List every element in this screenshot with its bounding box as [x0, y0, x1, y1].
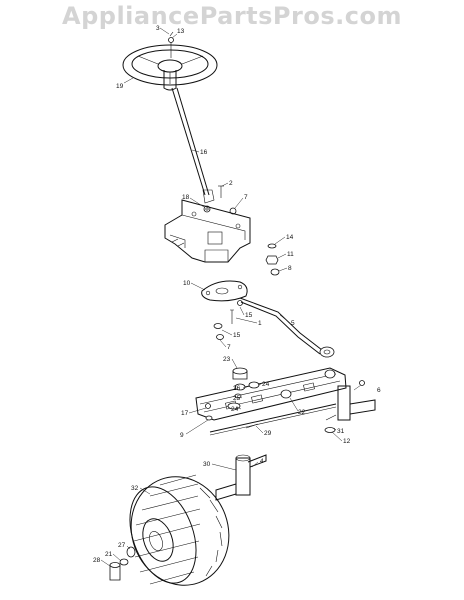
callout-17: 17	[181, 410, 189, 417]
callout-29: 29	[264, 430, 272, 437]
axle-pivot-stack	[227, 367, 260, 410]
leader-lines	[100, 27, 362, 567]
callout-14: 14	[286, 234, 294, 241]
callout-6: 6	[377, 387, 381, 394]
callout-24a: 24	[262, 381, 270, 388]
callout-7a: 7	[244, 194, 248, 201]
callout-23: 23	[223, 356, 231, 363]
pivot-hardware	[265, 243, 280, 276]
callout-26: 26	[233, 385, 241, 392]
callout-30: 30	[203, 461, 211, 468]
callout-22: 22	[298, 409, 306, 416]
callout-25: 25	[233, 395, 241, 402]
callout-28: 28	[93, 557, 101, 564]
callout-16: 16	[200, 149, 208, 156]
callout-15a: 15	[245, 312, 253, 319]
right-spindle	[324, 385, 376, 433]
callout-2: 2	[229, 180, 233, 187]
callout-5: 5	[291, 320, 295, 327]
callout-18: 18	[182, 194, 190, 201]
steering-wheel	[122, 31, 218, 91]
left-spindle	[215, 454, 267, 501]
callout-12: 12	[343, 438, 351, 445]
front-axle	[195, 367, 347, 421]
tie-rod	[205, 380, 365, 436]
drag-link	[239, 297, 335, 358]
front-wheel	[129, 474, 230, 586]
callout-3: 3	[156, 25, 160, 32]
callout-7b: 7	[227, 344, 231, 351]
callout-10: 10	[183, 280, 191, 287]
callout-11: 11	[287, 251, 294, 258]
steering-gear	[201, 280, 248, 340]
callouts: 19 3 13 16 2 18 7 14 11 8 10 15 1 15 5 7…	[93, 25, 381, 564]
callout-27: 27	[118, 542, 126, 549]
callout-4: 4	[260, 458, 264, 465]
callout-1: 1	[258, 320, 262, 327]
steering-support-bracket	[164, 199, 251, 263]
callout-8: 8	[288, 265, 292, 272]
steering-shaft	[171, 87, 215, 204]
callout-32: 32	[131, 485, 139, 492]
callout-15b: 15	[233, 332, 241, 339]
callout-21: 21	[105, 551, 113, 558]
callout-19: 19	[116, 83, 124, 90]
callout-9: 9	[180, 432, 184, 439]
callout-24b: 24	[231, 406, 239, 413]
hub-hardware	[109, 546, 136, 581]
callout-31: 31	[337, 428, 345, 435]
callout-13: 13	[177, 28, 185, 35]
